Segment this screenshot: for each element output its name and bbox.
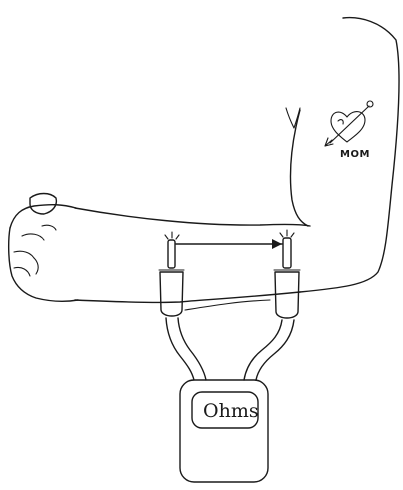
- right-probe: [244, 230, 300, 380]
- spark-icon: [280, 230, 294, 237]
- spark-icon: [165, 232, 179, 239]
- heart-arrow-icon: [325, 101, 373, 146]
- left-probe: [159, 232, 206, 380]
- forearm: [75, 208, 310, 310]
- measurement-arrow: [176, 239, 282, 249]
- tattoo-text: MOM: [340, 149, 370, 160]
- fist: [9, 194, 78, 302]
- arrowhead-icon: [272, 239, 282, 249]
- tattoo: MOM: [325, 101, 373, 160]
- ohmmeter: Ohms: [180, 380, 268, 482]
- meter-label: Ohms: [203, 400, 259, 422]
